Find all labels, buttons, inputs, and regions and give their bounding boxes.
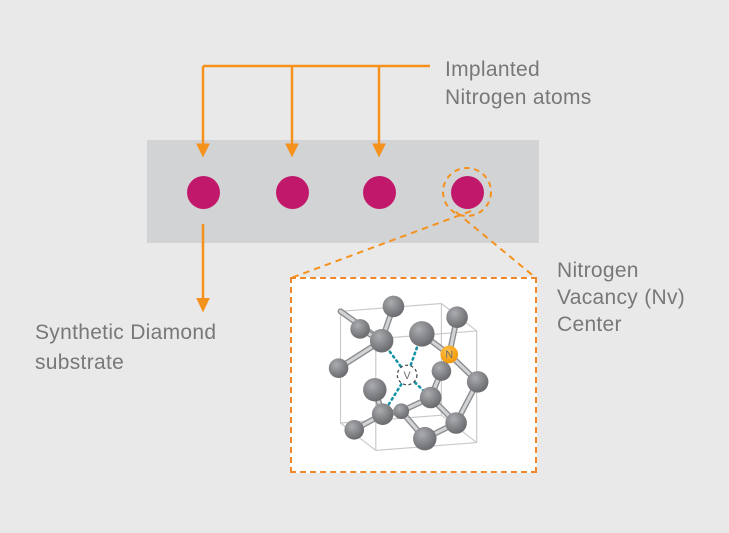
- carbon-atom: [446, 306, 468, 328]
- implant-arrows-connector: [201, 64, 430, 145]
- carbon-atom: [371, 403, 394, 425]
- nitrogen-atom-dot: [450, 175, 484, 209]
- implanted-nitrogen-label: Implanted Nitrogen atoms: [445, 58, 592, 109]
- nv-center-label: Nitrogen Vacancy (Nv) Center: [557, 259, 686, 336]
- carbon-atom: [431, 361, 452, 381]
- substrate-arrowhead-icon: [196, 298, 210, 313]
- carbon-atom: [445, 412, 467, 434]
- carbon-atom: [350, 319, 370, 339]
- carbon-atom: [363, 377, 387, 402]
- carbon-atoms: [328, 295, 489, 451]
- carbon-atom: [419, 386, 442, 409]
- vacancy-site: [396, 364, 418, 386]
- nitrogen-atom-dot: [186, 175, 220, 209]
- substrate-label: Synthetic Diamond substrate: [35, 321, 217, 374]
- nitrogen-letter: N: [445, 349, 453, 361]
- vacancy-letter: V: [404, 370, 412, 382]
- carbon-atom: [413, 426, 437, 451]
- nv-pair: NV: [396, 345, 459, 386]
- carbon-atom: [393, 403, 410, 420]
- nitrogen-atom: [440, 345, 459, 364]
- nitrogen-atom-dot: [362, 175, 396, 209]
- carbon-atom: [409, 321, 435, 347]
- carbon-atom: [466, 371, 489, 393]
- carbon-atom: [369, 328, 394, 353]
- nv-crystal-structure: NV: [328, 295, 489, 452]
- carbon-atom: [328, 358, 349, 378]
- nitrogen-atom-dot: [275, 175, 309, 209]
- carbon-atom: [344, 420, 365, 440]
- carbon-atom: [382, 295, 405, 318]
